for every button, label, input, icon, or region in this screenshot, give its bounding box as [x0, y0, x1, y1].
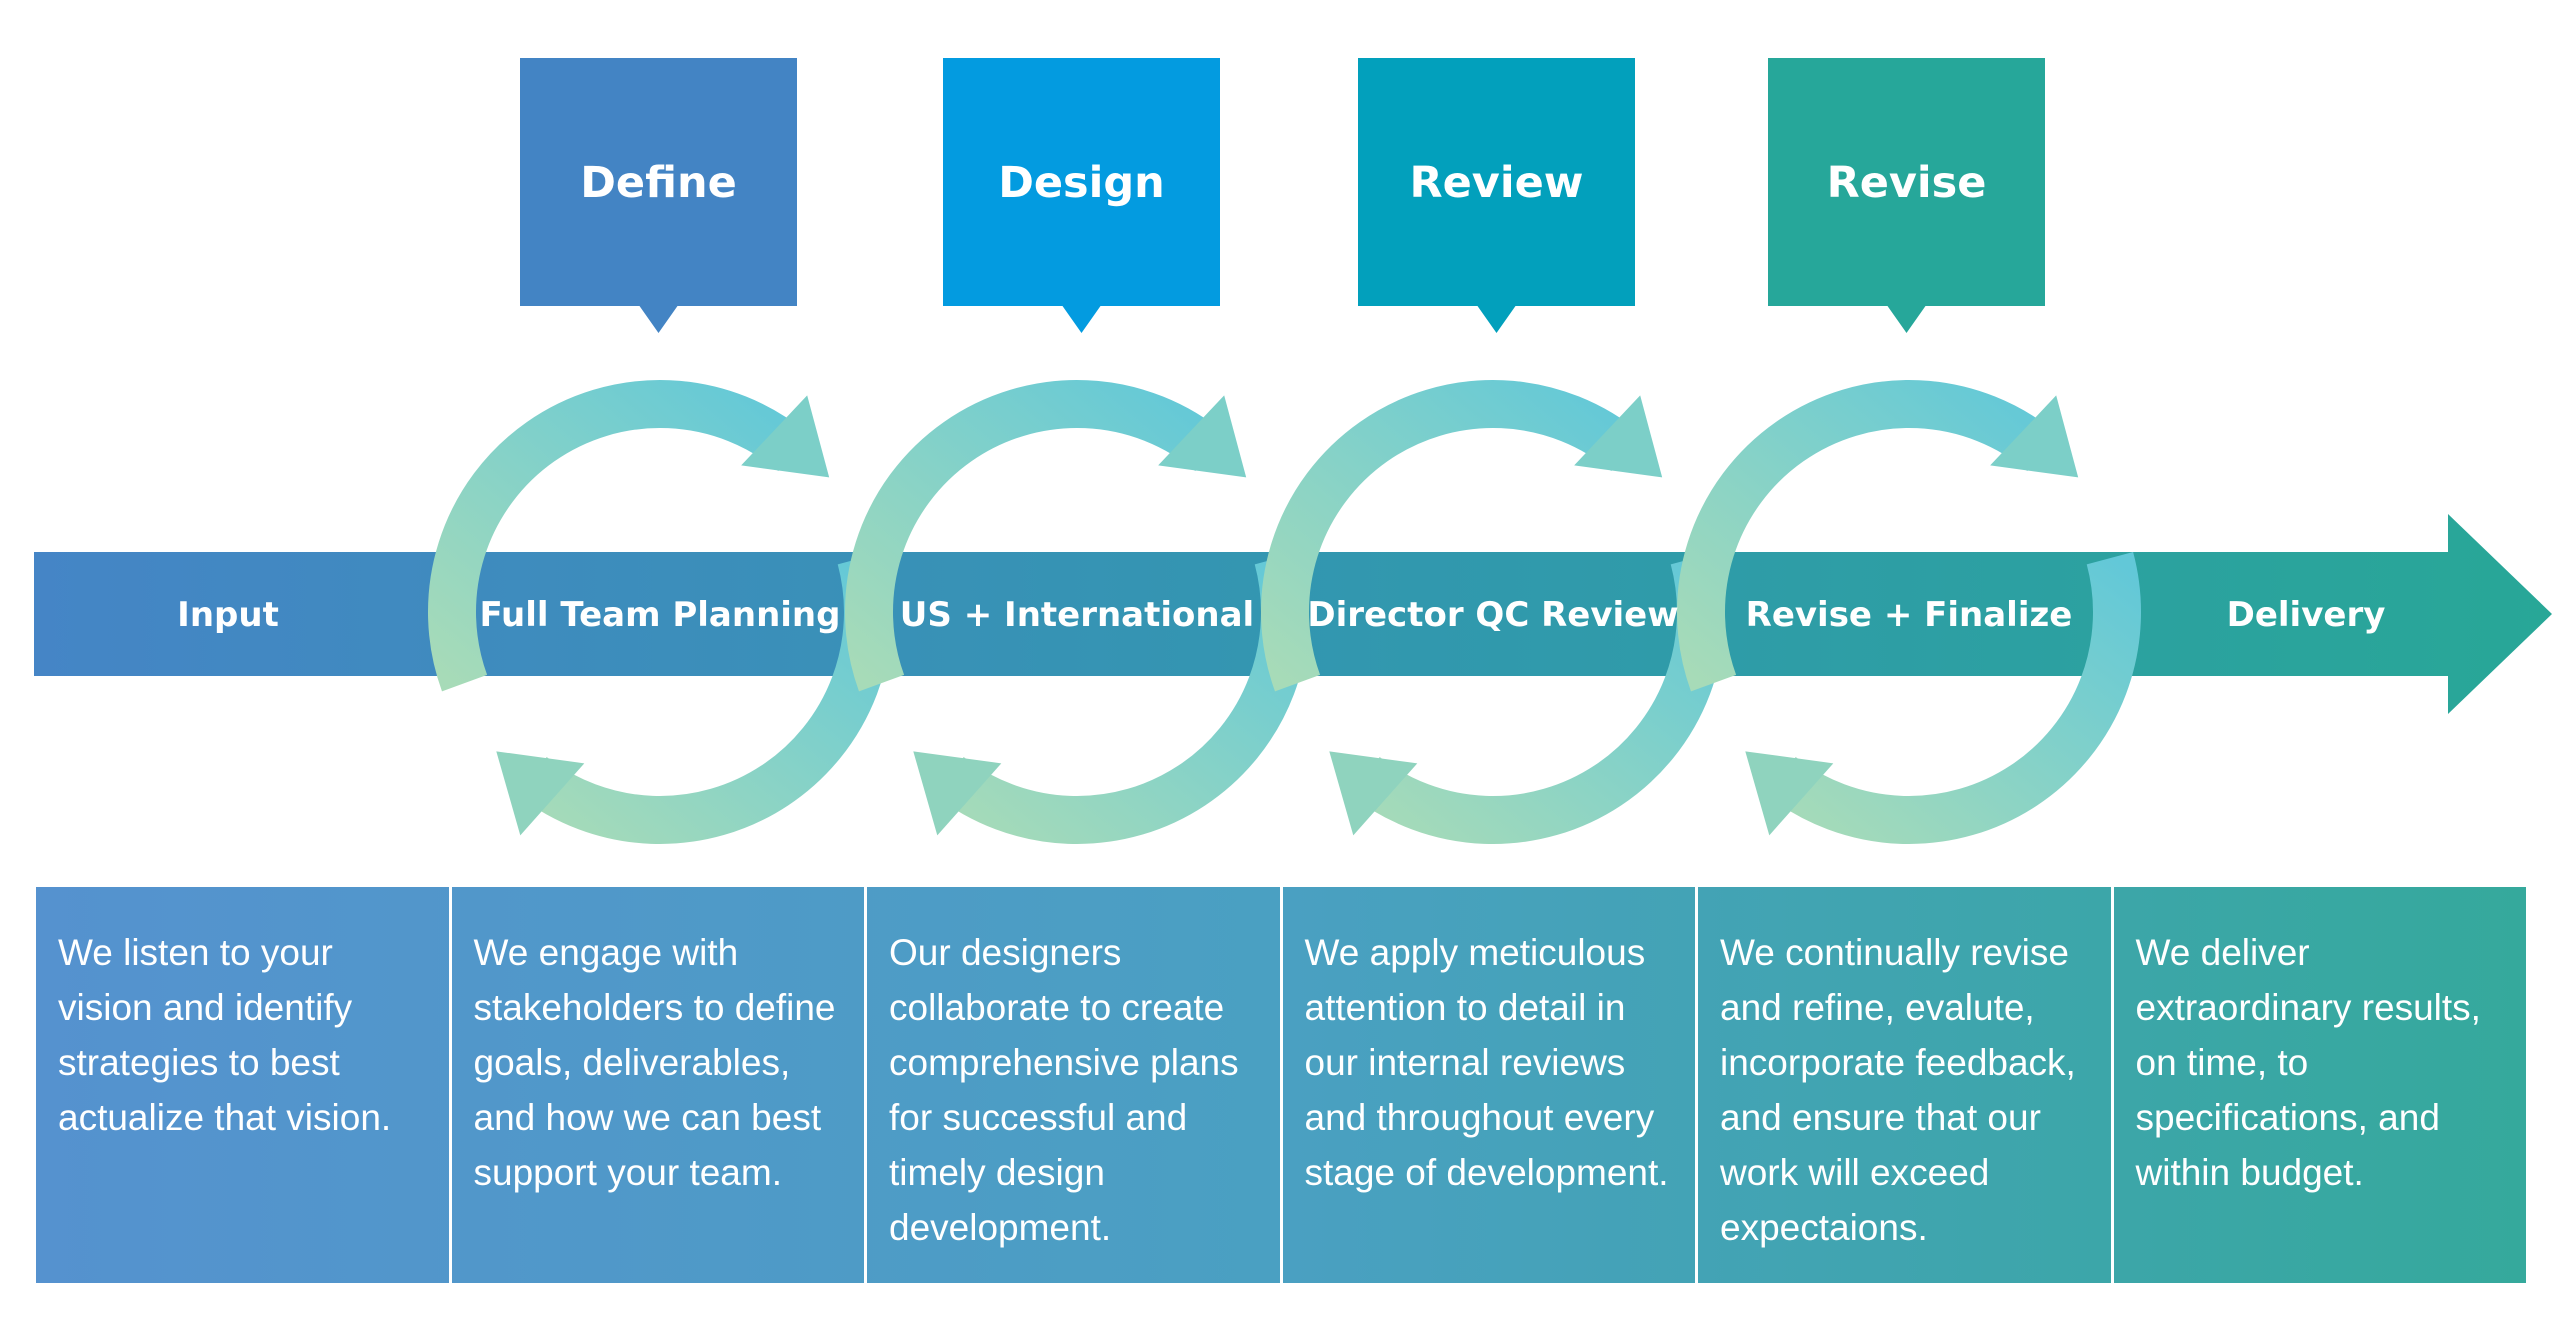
ring-arc-upper	[1261, 380, 1643, 692]
cycle-ring-revise	[1677, 380, 2141, 844]
ring-arc-upper	[1677, 380, 2059, 692]
description-full-team-planning: We engage with stakeholders to define go…	[452, 887, 867, 1283]
cycle-ring-define	[428, 380, 892, 844]
ring-arc-lower	[1766, 551, 2141, 844]
phase-label-define: Define	[580, 158, 737, 208]
stage-label-us-international: US + International	[900, 595, 1254, 635]
phase-label-revise: Revise	[1827, 158, 1987, 208]
stage-label-input: Input	[177, 595, 279, 635]
phase-box-revise	[1768, 58, 2045, 333]
stage-label-revise-finalize: Revise + Finalize	[1746, 595, 2073, 635]
ring-arrowhead-lower	[913, 751, 1002, 836]
description-input: We listen to your vision and identify st…	[36, 887, 452, 1283]
ring-arc-upper	[428, 380, 810, 692]
description-row: We listen to your vision and identify st…	[36, 887, 2526, 1283]
description-us-international: Our designers collaborate to create comp…	[867, 887, 1283, 1283]
ring-arrowhead-upper	[1574, 395, 1663, 478]
ring-arrowhead-upper	[1158, 395, 1247, 478]
phase-label-review: Review	[1410, 158, 1584, 208]
phase-box-design	[943, 58, 1220, 333]
phase-label-design: Design	[998, 158, 1165, 208]
stage-labels: Input Full Team Planning US + Internatio…	[177, 595, 2385, 635]
stage-label-director-qc-review: Director QC Review	[1307, 595, 1678, 635]
description-revise-finalize: We continually revise and refine, evalut…	[1698, 887, 2114, 1283]
phase-boxes: Define Design Review Revise	[520, 58, 2045, 333]
ring-arrowhead-upper	[1990, 395, 2079, 478]
stage-label-delivery: Delivery	[2227, 595, 2386, 635]
phase-box-review	[1358, 58, 1635, 333]
ring-arrowhead-lower	[1329, 751, 1418, 836]
phase-box-define	[520, 58, 797, 333]
ring-arrowhead-upper	[741, 395, 830, 478]
description-delivery: We deliver extraordinary results, on tim…	[2135, 932, 2481, 1193]
description-director-qc-review: We apply meticulous attention to detail …	[1283, 887, 1698, 1283]
stage-label-full-team-planning: Full Team Planning	[480, 595, 841, 635]
ring-arrowhead-lower	[496, 751, 585, 836]
cycle-rings	[428, 380, 2141, 844]
ring-arrowhead-lower	[1745, 751, 1834, 836]
ring-arc-upper	[845, 380, 1227, 692]
